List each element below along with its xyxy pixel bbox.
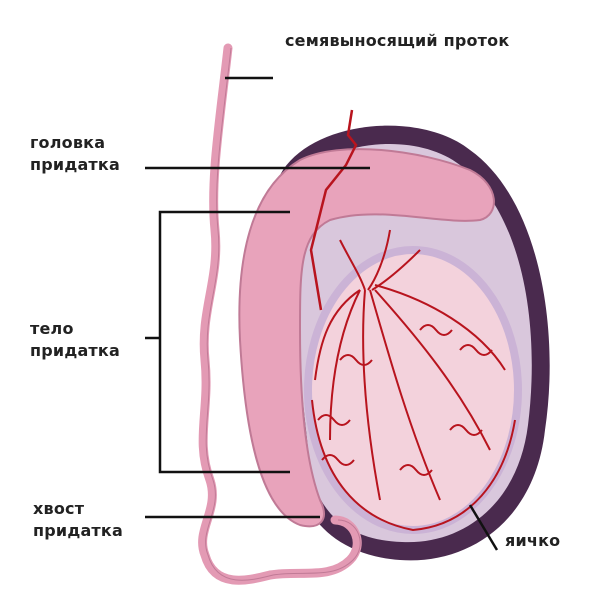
testis-body: [304, 246, 522, 534]
label-tail: хвост придатка: [33, 498, 123, 542]
label-body: тело придатка: [30, 318, 120, 362]
vas-deferens: [198, 43, 362, 585]
leader-testis: [468, 504, 499, 551]
label-tail-line1: хвост: [33, 499, 85, 518]
label-body-line2: придатка: [30, 341, 120, 360]
label-vas-deferens: семявыносящий проток: [285, 31, 510, 50]
label-head-line1: головка: [30, 133, 106, 152]
label-head: головка придатка: [30, 132, 120, 176]
testicular-artery: [309, 109, 358, 311]
label-testis: яичко: [505, 531, 561, 550]
label-tail-line2: придатка: [33, 521, 123, 540]
epididymis: [238, 148, 495, 528]
seminiferous-tubules: [311, 229, 516, 532]
label-head-line2: придатка: [30, 155, 120, 174]
bracket-body: [158, 210, 290, 474]
label-body-line1: тело: [30, 319, 74, 338]
